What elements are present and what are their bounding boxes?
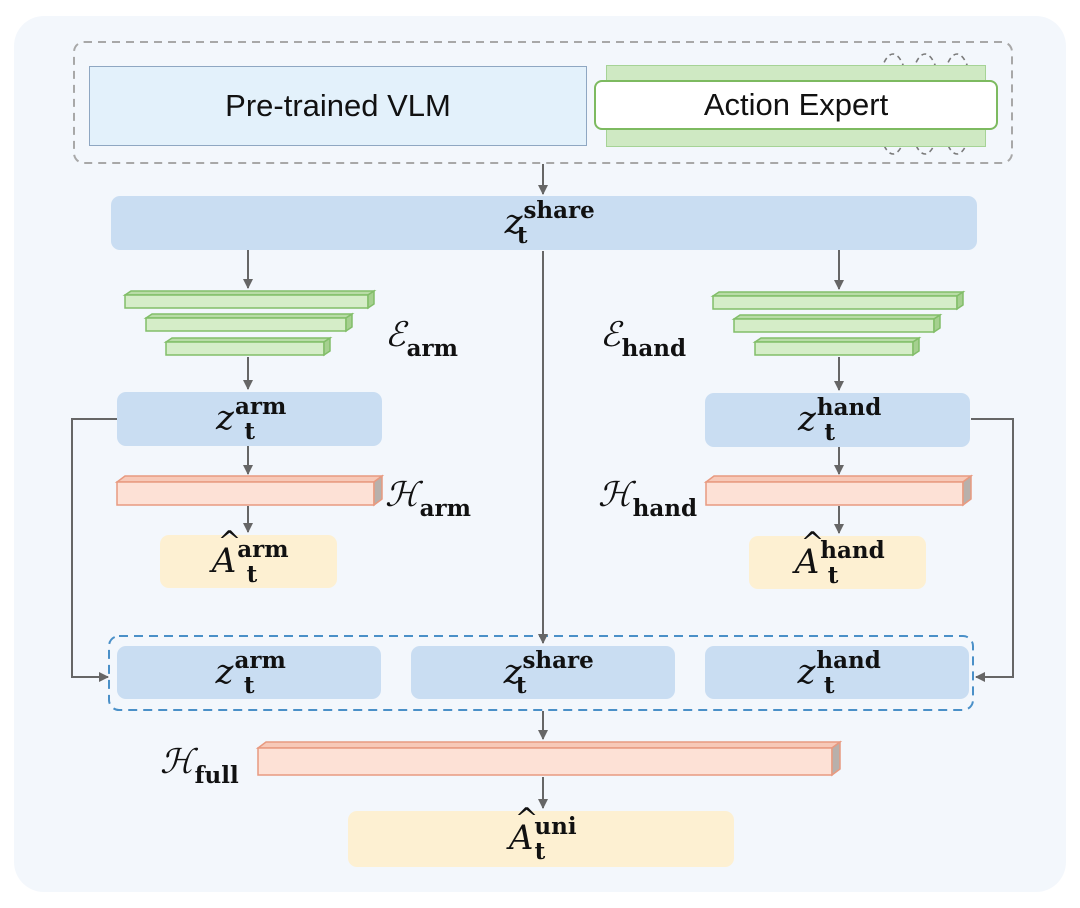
hand-latent-label: zhandt (798, 394, 882, 446)
concat-arm-latent-label: zarmt (215, 646, 286, 699)
flow-arrows (71, 164, 1014, 809)
arm-encoder-layer-3 (163, 336, 333, 357)
share-latent-box: zsharet (111, 196, 977, 250)
pretrained-vlm-label: Pre-trained VLM (225, 88, 451, 123)
concat-arm-latent-box: zarmt (117, 646, 381, 699)
full-head-bar (255, 740, 843, 777)
arm-action-box: A^armt (160, 524, 337, 588)
pretrained-vlm-box: Pre-trained VLM (89, 66, 587, 146)
concat-share-latent-box: zsharet (411, 646, 675, 699)
arm-encoder-layer-1 (122, 289, 377, 310)
arm-encoder-label: ℰarm (385, 315, 458, 362)
unified-action-label: A^unit (508, 802, 577, 865)
hand-head-label: ℋhand (598, 475, 698, 522)
hand-action-label: A^handt (794, 525, 885, 589)
arm-latent-box: zarmt (117, 392, 382, 446)
arrow-arm-latent-skip (71, 418, 117, 682)
hand-latent-box: zhandt (705, 393, 970, 447)
full-head-label: ℋfull (160, 742, 239, 789)
action-expert-box: Action Expert (594, 80, 998, 130)
backbone-group-border (73, 41, 1013, 164)
hand-head-bar (703, 474, 974, 507)
action-expert-label: Action Expert (703, 87, 889, 122)
arm-encoder-layer-2 (143, 312, 355, 333)
concat-hand-latent-box: zhandt (705, 646, 969, 699)
share-latent-label: zsharet (504, 197, 595, 249)
hand-encoder-label: ℰhand (600, 315, 687, 362)
arm-action-label: A^armt (211, 524, 289, 588)
hand-encoder-layer-2 (731, 313, 943, 334)
arm-head-bar (114, 474, 385, 507)
hand-encoder-layer-1 (710, 290, 966, 311)
concat-share-latent-label: zsharet (503, 646, 594, 699)
hand-encoder-layer-3 (752, 336, 922, 357)
hand-action-box: A^handt (749, 525, 926, 589)
arm-head-label: ℋarm (385, 475, 471, 522)
unified-action-box: A^unit (348, 802, 734, 867)
hand-encoder-stack (710, 290, 966, 357)
arrow-hand-latent-skip (971, 418, 1014, 682)
concat-hand-latent-label: zhandt (797, 646, 881, 699)
arm-latent-label: zarmt (216, 393, 287, 445)
arm-encoder-stack (122, 289, 377, 357)
